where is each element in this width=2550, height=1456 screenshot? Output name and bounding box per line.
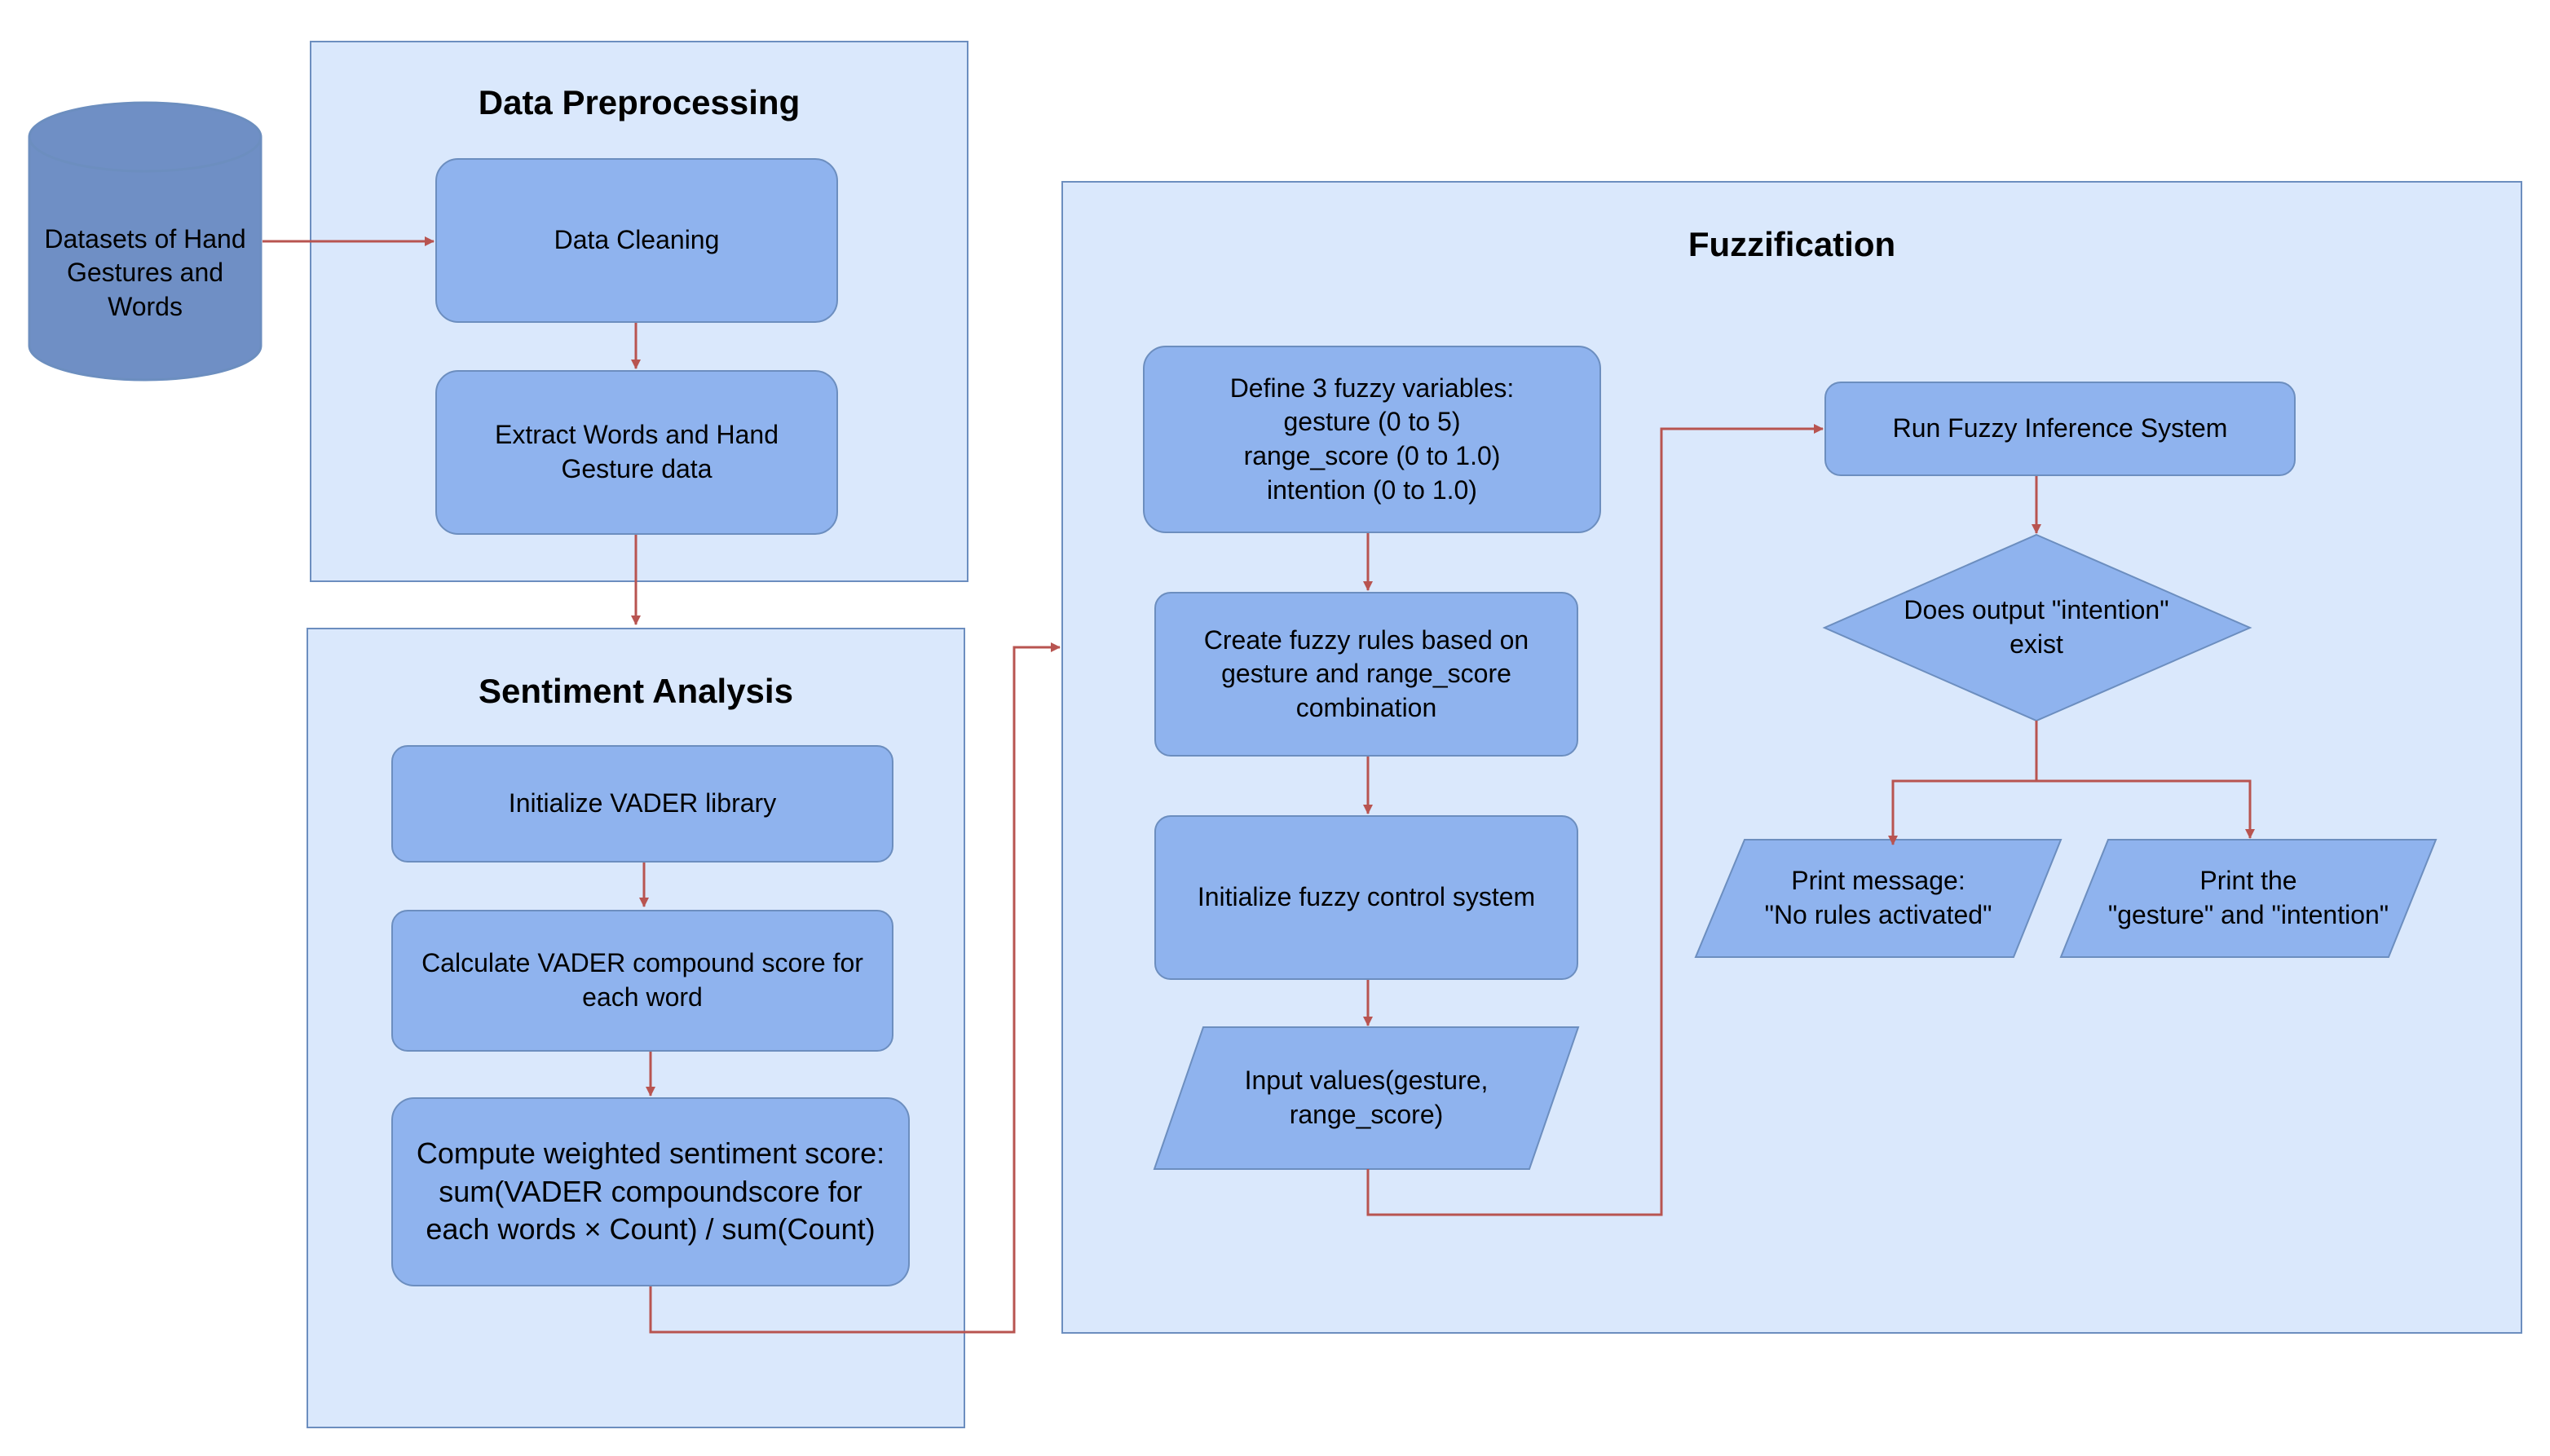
print-output-label: Print the "gesture" and "intention" — [2107, 866, 2389, 929]
input-values-shape — [1153, 1026, 1580, 1170]
arrow-compute-to-fuzzification — [649, 642, 1061, 1334]
arrow-input-to-run — [1366, 424, 1824, 1216]
arrow-decision-to-print-output — [2036, 779, 2255, 839]
print-no-rules-label: Print message: "No rules activated" — [1764, 866, 1992, 929]
extract-data-node: Extract Words and Hand Gesture data — [435, 370, 838, 535]
fuzzification-title: Fuzzification — [1688, 225, 1896, 263]
run-inference-node: Run Fuzzy Inference System — [1824, 382, 2296, 476]
data-preprocessing-title: Data Preprocessing — [478, 83, 801, 121]
arrow-decision-to-no-rules — [1888, 721, 2038, 845]
init-control-system-node: Initialize fuzzy control system — [1154, 815, 1578, 980]
print-output-shape — [2059, 839, 2438, 958]
datasets-label: Datasets of Hand Gestures and Words — [44, 223, 246, 321]
initialize-vader-node: Initialize VADER library — [391, 745, 893, 863]
database-cylinder-icon — [28, 101, 262, 382]
input-values-label: Input values(gesture, range_score) — [1244, 1066, 1489, 1129]
define-variables-node: Define 3 fuzzy variables: gesture (0 to … — [1143, 346, 1601, 533]
decision-label: Does output "intention" exist — [1904, 595, 2169, 659]
compute-weighted-node: Compute weighted sentiment score: sum(VA… — [391, 1097, 910, 1286]
calculate-compound-node: Calculate VADER compound score for each … — [391, 910, 893, 1052]
create-rules-node: Create fuzzy rules based on gesture and … — [1154, 592, 1578, 757]
sentiment-analysis-title: Sentiment Analysis — [479, 672, 793, 710]
print-no-rules-shape — [1694, 839, 2062, 958]
data-cleaning-node: Data Cleaning — [435, 158, 838, 323]
